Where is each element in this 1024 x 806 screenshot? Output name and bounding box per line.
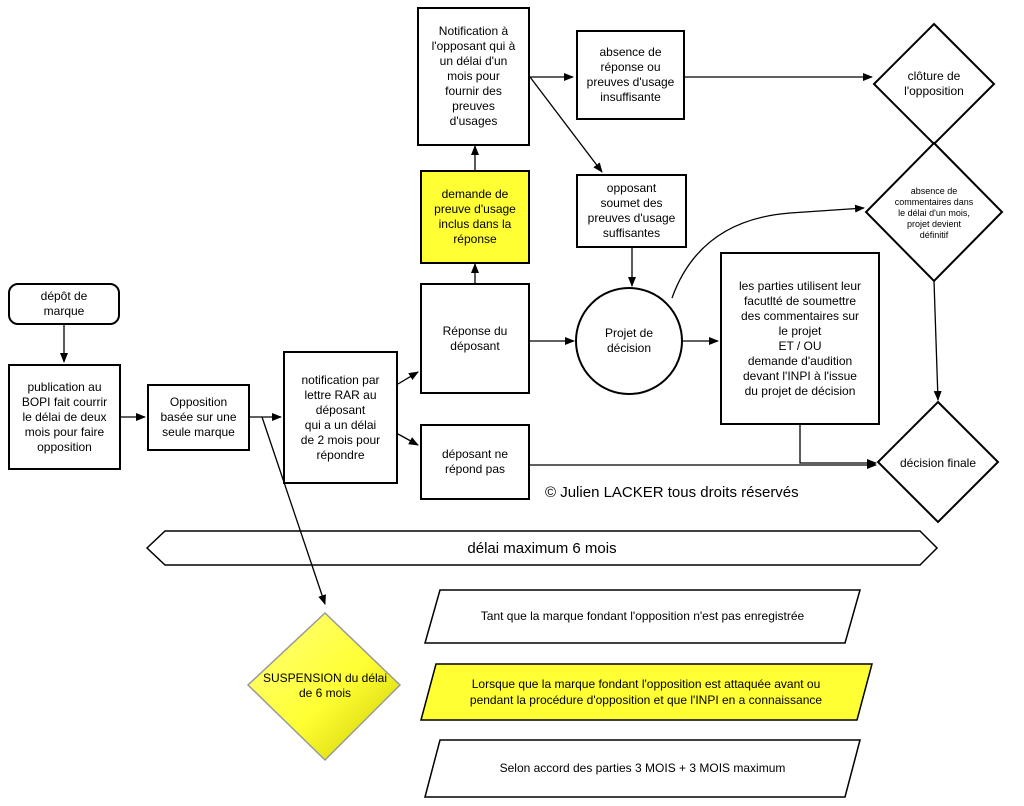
decision-finale-diamond — [876, 400, 1000, 524]
absence-reponse-label: absence de réponse ou preuves d'usage in… — [586, 45, 675, 104]
case-1-label: Tant que la marque fondant l'opposition … — [480, 609, 805, 623]
ne-repond-box: déposant ne répond pas — [420, 424, 530, 500]
notif-rar-box: notification par lettre RAR au déposant … — [283, 351, 398, 484]
opposition-box: Opposition basée sur une seule marque — [147, 384, 250, 451]
demande-preuve-label: demande de preuve d'usage inclus dans la… — [434, 187, 516, 246]
absence-reponse-box: absence de réponse ou preuves d'usage in… — [576, 30, 685, 120]
parties-box: les parties utilisent leur facutlté de s… — [720, 252, 880, 425]
suspension-label: SUSPENSION du délai de 6 mois — [262, 671, 388, 700]
copyright-text: © Julien LACKER tous droits réservés — [545, 484, 799, 501]
decision-finale-label: décision finale — [899, 455, 977, 470]
case-1-shape — [424, 589, 861, 644]
absence-commentaires-label: absence de commentaires dans le délai d'… — [894, 185, 974, 240]
opposition-label: Opposition basée sur une seule marque — [160, 395, 237, 439]
case-3-label: Selon accord des parties 3 MOIS + 3 MOIS… — [499, 761, 786, 775]
suspension-diamond — [246, 611, 402, 762]
depot-box: dépôt de marque — [8, 283, 120, 325]
publication-label: publication au BOPI fait courrir le déla… — [21, 379, 108, 454]
cloture-label: clôture de l'opposition — [904, 69, 964, 98]
delai-banner-shape — [145, 530, 939, 566]
soumet-preuves-box: opposant soumet des preuves d'usage suff… — [576, 174, 687, 248]
publication-box: publication au BOPI fait courrir le déla… — [8, 364, 121, 470]
delai-banner-label: délai maximum 6 mois — [467, 539, 617, 557]
projet-decision-label: Projet de décision — [604, 326, 654, 355]
reponse-box: Réponse du déposant — [420, 283, 530, 394]
notif-rar-label: notification par lettre RAR au déposant … — [300, 372, 381, 462]
reponse-label: Réponse du déposant — [442, 323, 508, 353]
soumet-preuves-label: opposant soumet des preuves d'usage suff… — [587, 181, 676, 240]
case-3-shape — [424, 739, 861, 798]
depot-label: dépôt de marque — [40, 289, 88, 318]
parties-label: les parties utilisent leur facutlté de s… — [738, 278, 862, 398]
ne-repond-label: déposant ne répond pas — [441, 447, 509, 476]
case-2-label: Lorsque que la marque fondant l'oppositi… — [469, 677, 823, 707]
case-2-shape — [420, 663, 873, 721]
notif-opposant-label: Notification à l'opposant qui à un délai… — [431, 24, 516, 128]
demande-preuve-box: demande de preuve d'usage inclus dans la… — [420, 170, 530, 264]
notif-opposant-box: Notification à l'opposant qui à un délai… — [417, 7, 530, 146]
